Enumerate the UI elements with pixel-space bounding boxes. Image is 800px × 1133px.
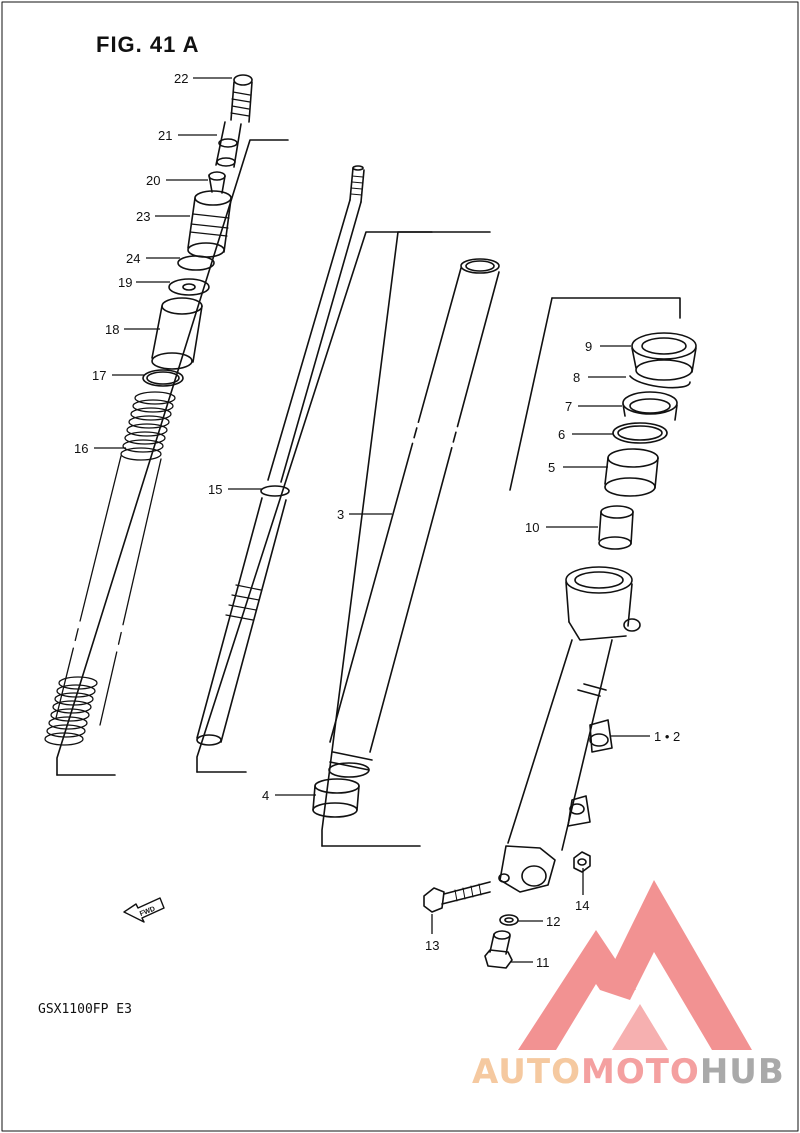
callout-21: 21 [158,128,172,143]
part-7-oil-seal [622,391,678,415]
callout-19: 19 [118,275,132,290]
part-15-ring [260,485,290,497]
part-14-nut [573,851,591,873]
watermark-part-1: AUTO [472,1052,581,1092]
callout-14: 14 [575,898,589,913]
outer-tube-top [565,566,633,594]
callout-5: 5 [548,460,555,475]
part-10-piece [600,505,634,519]
callout-3: 3 [337,507,344,522]
damper-rod-assembly [196,165,433,773]
watermark-part-3: HUB [699,1052,785,1092]
part-19-washer [168,278,210,296]
model-code: GSX1100FP E3 [38,1002,132,1017]
inner-tube [312,231,500,847]
callout-9: 9 [585,339,592,354]
part-8-clip [629,375,691,389]
callout-12: 12 [546,914,560,929]
part-12-washer [499,914,519,926]
part-5-bushing [607,448,659,468]
figure-title: FIG. 41 A [96,32,200,57]
callout-7: 7 [565,399,572,414]
fwd-arrow-icon [123,897,165,923]
callout-17: 17 [92,368,106,383]
callout-18: 18 [105,322,119,337]
part-24-oring [177,255,215,271]
part-6-washer [612,422,668,444]
callout-15: 15 [208,482,222,497]
callout-6: 6 [558,427,565,442]
part-13-bolt [423,881,491,913]
part-11-bolt [484,930,513,969]
leader-lines [94,77,650,963]
callout-1-2: 1 • 2 [654,729,680,744]
callout-11: 11 [536,955,550,970]
part-16-spring [44,391,176,746]
inner-tube-top [460,258,500,274]
callout-24: 24 [126,251,140,266]
outer-tube-assembly [498,297,697,893]
part-4-bushing [314,778,360,794]
callout-16: 16 [74,441,88,456]
callout-8: 8 [573,370,580,385]
callout-23: 23 [136,209,150,224]
callout-4: 4 [262,788,269,803]
watermark-part-2: MOTO [580,1052,700,1092]
callout-20: 20 [146,173,160,188]
part-9-dust-seal [631,332,697,360]
callout-13: 13 [425,938,439,953]
part-17-ring [142,369,184,387]
callout-22: 22 [174,71,188,86]
callout-10: 10 [525,520,539,535]
watermark-text: AUTOMOTOHUB [472,1052,785,1092]
part-22-cap [233,74,253,86]
spring-assembly [44,74,289,776]
watermark-logo [518,880,752,1050]
